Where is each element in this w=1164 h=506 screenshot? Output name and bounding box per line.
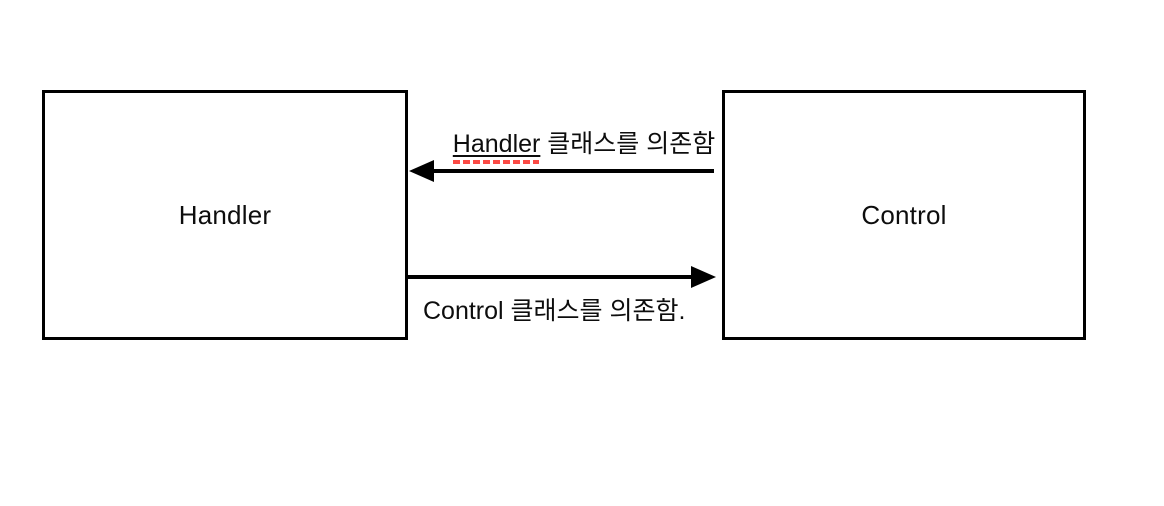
arrow-label-handler-dependency: Handler 클래스를 의존함 — [425, 96, 715, 192]
arrow-label-control-dependency: Control 클래스를 의존함. — [423, 297, 686, 325]
misspelled-word-handler: Handler — [452, 130, 541, 158]
arrow-label-handler-rest: 클래스를 의존함 — [540, 130, 716, 158]
arrow-handler-to-control — [408, 266, 716, 288]
arrow-right-head-icon — [691, 266, 716, 288]
control-box-label: Control — [861, 199, 947, 230]
handler-box-label: Handler — [178, 199, 272, 230]
control-class-box: Control — [722, 90, 1086, 340]
handler-class-box: Handler — [42, 90, 408, 340]
